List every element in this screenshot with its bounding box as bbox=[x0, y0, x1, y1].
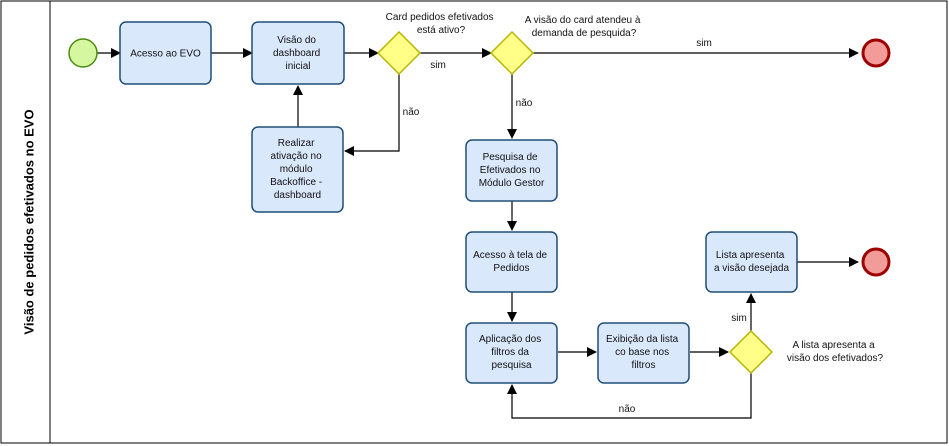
task-lista-visao: Lista apresenta a visão desejada bbox=[705, 231, 798, 293]
task-pesquisa-efetivados: Pesquisa de Efetivados no Módulo Gestor bbox=[465, 139, 558, 202]
gateway-label: Card pedidos efetivados está ativo? bbox=[386, 12, 497, 36]
task-label: Acesso ao EVO bbox=[130, 49, 201, 60]
sequence-flows bbox=[97, 48, 859, 419]
flow-label-lista-sim: sim bbox=[731, 313, 747, 324]
pool-title: Visão de pedidos efetivados no EVO bbox=[21, 109, 36, 334]
flow-label-visao-sim: sim bbox=[696, 38, 712, 49]
task-aplicacao-filtros: Aplicação dos filtros da pesquisa bbox=[465, 322, 558, 384]
gateway-label: A visão do card atendeu à demanda de pes… bbox=[525, 15, 643, 39]
task-label: Realizar ativação no módulo Backoffice -… bbox=[270, 138, 325, 201]
gateway-lista-efetivados: A lista apresenta a visão dos efetivados… bbox=[728, 329, 884, 375]
start-event bbox=[68, 38, 98, 68]
flow-label-lista-nao: não bbox=[619, 404, 636, 415]
gateway-label: A lista apresenta a visão dos efetivados… bbox=[787, 340, 884, 364]
task-label: Acesso à tela de Pedidos bbox=[473, 250, 550, 274]
task-label: Exibição da lista co base nos filtros bbox=[606, 334, 681, 371]
task-acesso-evo: Acesso ao EVO bbox=[119, 21, 212, 85]
task-label: Aplicação dos filtros da pesquisa bbox=[479, 334, 544, 371]
task-label: Pesquisa de Efetivados no Módulo Gestor bbox=[479, 152, 545, 189]
gateway-card-ativo: Card pedidos efetivados está ativo? bbox=[376, 12, 497, 76]
flow-gateway1-nao bbox=[344, 74, 400, 156]
end-event-card bbox=[861, 38, 891, 68]
flow-label-card-sim: sim bbox=[430, 60, 446, 71]
task-visao-dashboard: Visão do dashboard inicial bbox=[251, 21, 345, 85]
task-label: Visão do dashboard inicial bbox=[273, 35, 323, 72]
end-event-lista bbox=[861, 247, 891, 277]
task-label: Lista apresenta a visão desejada bbox=[714, 250, 789, 274]
flow-label-visao-nao: não bbox=[516, 98, 533, 109]
task-realizar-ativacao: Realizar ativação no módulo Backoffice -… bbox=[251, 126, 344, 213]
task-acesso-pedidos: Acesso à tela de Pedidos bbox=[465, 231, 558, 293]
task-exibicao-lista: Exibição da lista co base nos filtros bbox=[597, 322, 690, 384]
flow-label-card-nao: não bbox=[403, 107, 420, 118]
gateway-visao-card: A visão do card atendeu à demanda de pes… bbox=[489, 15, 643, 76]
flow-gateway3-nao bbox=[507, 373, 752, 419]
